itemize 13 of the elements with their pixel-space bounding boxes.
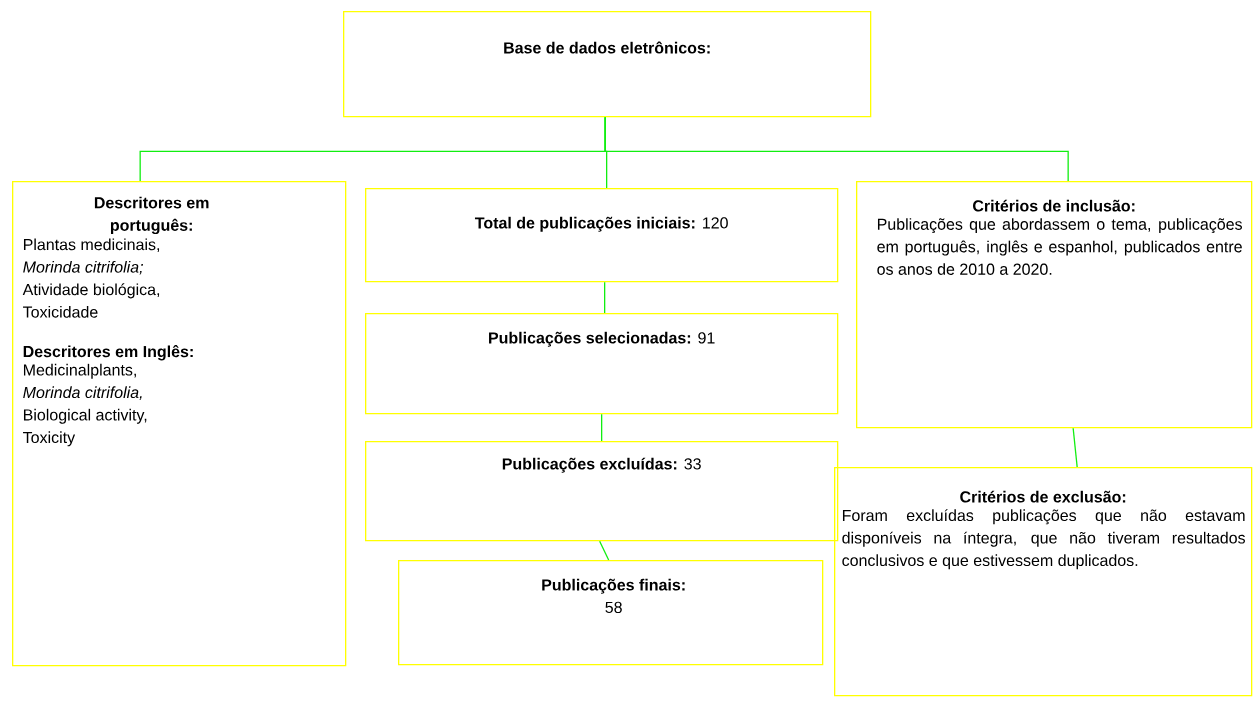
connector-line [601,413,603,442]
connector-line [604,116,1069,182]
process-box: Total de publicações iniciais: 120 [365,188,839,283]
descriptor-box: Descritores em português: Plantas medicinais, Morinda citrifolia; Atividade biológica, Toxicidade Descritores em Inglês: Medicinalplants, Morinda citrifolia, Biological activity, Toxicity [12,181,347,667]
connector-line [604,281,606,314]
criteria-box: Critérios de inclusão: Publicações que abordassem o tema, publicações em português, inglês e espanhol, publicados entre os anos de 2010 a 2020. [856,181,1253,429]
process-box: Publicações selecionadas: 91 [365,313,839,415]
connector-line [599,540,610,561]
process-box: Publicações finais: 58 [398,560,824,666]
source-box: Base de dados eletrônicos: [343,11,872,118]
process-box: Publicações excluídas: 33 [365,441,839,542]
criteria-box: Critérios de exclusão: Foram excluídas publicações que não estavam disponíveis na íntegra, que não tiveram resultados conclusivos e que estivessem duplicados. [834,467,1253,697]
connector-line [1072,427,1078,468]
